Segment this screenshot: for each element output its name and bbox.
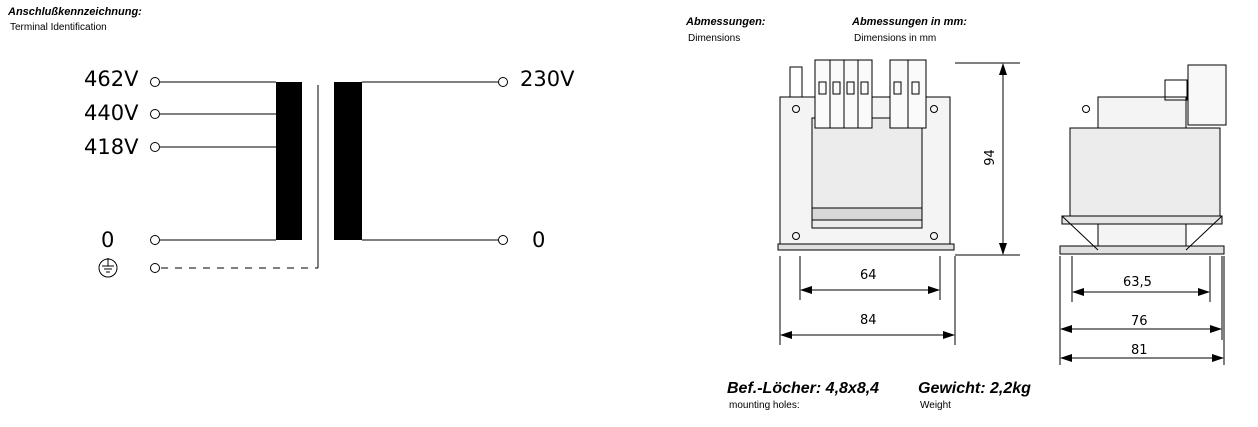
- secondary-voltage-label: 230V: [520, 67, 575, 91]
- terminal-440-icon: [150, 109, 160, 119]
- tap-label-418: 418V: [84, 135, 139, 159]
- secondary-winding: [334, 82, 362, 240]
- weight-sublabel: Weight: [920, 400, 951, 411]
- terminal-418-icon: [150, 142, 160, 152]
- unit-subheading: Dimensions in mm: [854, 33, 937, 44]
- mounting-holes-label: Bef.-Löcher: 4,8x8,4: [727, 380, 880, 397]
- weight-label: Gewicht: 2,2kg: [918, 380, 1031, 397]
- terminal-ground-icon: [150, 263, 160, 273]
- primary-zero-label: 0: [101, 228, 115, 252]
- terminal-primary-zero-icon: [150, 235, 160, 245]
- front-inner-dimension-label: 64: [860, 268, 877, 283]
- primary-winding: [276, 82, 302, 240]
- tap-label-440: 440V: [84, 101, 139, 125]
- transformer-schematic: [98, 77, 508, 278]
- dimensions-subheading: Dimensions: [688, 33, 741, 44]
- front-view: [777, 59, 1020, 345]
- mounting-holes-sublabel: mounting holes:: [729, 400, 800, 411]
- secondary-zero-label: 0: [532, 228, 546, 252]
- terminal-230-icon: [498, 77, 508, 87]
- dimensions-heading: Abmessungen:: [686, 16, 766, 28]
- terminal-462-icon: [150, 77, 160, 87]
- earth-ground-icon: [98, 258, 118, 278]
- terminal-secondary-zero-icon: [498, 235, 508, 245]
- terminal-subheading: Terminal Identification: [10, 22, 107, 33]
- front-outer-dimension-label: 84: [860, 313, 877, 328]
- side-inner-dimension-label: 63,5: [1123, 275, 1152, 290]
- terminal-heading: Anschlußkennzeichnung:: [8, 6, 142, 18]
- tap-label-462: 462V: [84, 67, 139, 91]
- unit-heading: Abmessungen in mm:: [852, 16, 967, 28]
- side-view: [1059, 64, 1227, 365]
